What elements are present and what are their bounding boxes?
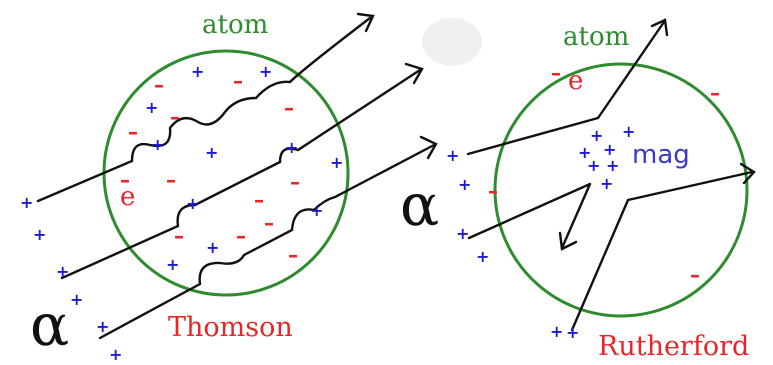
thomson-alpha-path-1 <box>36 16 372 203</box>
positive-charge: + <box>96 317 110 336</box>
positive-charge: + <box>191 62 205 81</box>
thomson-arrowheads <box>356 12 438 160</box>
rutherford-model-label: Rutherford <box>598 331 750 362</box>
negative-charge: – <box>284 96 294 120</box>
positive-charge: + <box>33 225 47 244</box>
positive-charge: + <box>456 224 470 243</box>
negative-charge: – <box>710 81 720 105</box>
thomson-arrowhead-2 <box>404 62 424 85</box>
positive-charge: + <box>186 194 200 213</box>
rutherford-arrowhead-right <box>739 162 756 185</box>
positive-charge: + <box>56 262 70 281</box>
negative-charge: – <box>488 179 498 203</box>
nucleus-positive-charge: + <box>606 156 620 175</box>
rutherford-alpha-path-deflected-up <box>466 20 666 156</box>
positive-charge: + <box>205 143 219 162</box>
positive-charge: + <box>259 62 273 81</box>
positive-charge: + <box>566 323 580 342</box>
rutherford-trajectories <box>466 20 754 332</box>
negative-charge: – <box>254 188 264 212</box>
negative-charge: – <box>174 224 184 248</box>
negative-charge: – <box>551 61 561 85</box>
rutherford-arrowheads <box>558 18 756 251</box>
background-smudge <box>422 18 482 66</box>
positive-charge: + <box>458 175 472 194</box>
thomson-atom-label: atom <box>202 10 269 40</box>
rutherford-alpha-path-deflected-right <box>570 170 754 332</box>
negative-charge: – <box>120 168 130 192</box>
positive-charge: + <box>166 255 180 274</box>
rutherford-alpha-label: α <box>400 171 440 239</box>
nucleus-positive-charge: + <box>590 126 604 145</box>
rutherford-alpha-path-backscatter <box>467 182 592 250</box>
thomson-arrowhead-1 <box>356 12 375 33</box>
rutherford-electron-label: e <box>568 66 584 96</box>
positive-charge: + <box>446 146 460 165</box>
rutherford-arrowhead-back <box>558 231 578 251</box>
positive-charge: + <box>206 238 220 257</box>
thomson-alpha-path-3 <box>98 143 436 340</box>
positive-charge: + <box>476 247 490 266</box>
nucleus-positive-charge: + <box>578 143 592 162</box>
negative-charge: – <box>290 170 300 194</box>
thomson-alpha-path-2 <box>60 68 422 280</box>
positive-charge: + <box>109 345 123 364</box>
thomson-trajectories <box>36 16 436 340</box>
rutherford-atom-circle <box>493 62 749 318</box>
positive-charge: + <box>20 193 34 212</box>
rutherford-arrowhead-up <box>650 18 669 37</box>
nucleus-positive-charge: + <box>600 174 614 193</box>
nucleus-positive-charge: + <box>603 140 617 159</box>
rutherford-atom-label: atom <box>563 22 630 52</box>
positive-charge: + <box>151 135 165 154</box>
positive-charge: + <box>145 98 159 117</box>
positive-charge: + <box>70 290 84 309</box>
negative-charge: – <box>233 69 243 93</box>
thomson-model-label: Thomson <box>168 312 293 343</box>
positive-charge: + <box>330 153 344 172</box>
negative-charge: – <box>170 105 180 129</box>
negative-charge: – <box>690 263 700 287</box>
nucleus-positive-charge: + <box>587 156 601 175</box>
nucleus-positive-charge: + <box>622 122 636 141</box>
thomson-atom-circle <box>102 49 350 297</box>
positive-charge: + <box>550 322 564 341</box>
positive-charge: + <box>310 201 324 220</box>
negative-charge: – <box>236 224 246 248</box>
negative-charge: – <box>128 120 138 144</box>
negative-charge: – <box>166 168 176 192</box>
rutherford-nucleus-label: mag <box>632 140 690 170</box>
positive-charge: + <box>285 138 299 157</box>
thomson-alpha-label: α <box>30 291 70 359</box>
thomson-arrowhead-3 <box>419 135 438 160</box>
negative-charge: – <box>264 211 274 235</box>
thomson-electron-label: e <box>120 182 136 212</box>
negative-charge: – <box>288 243 298 267</box>
negative-charge: – <box>154 73 164 97</box>
